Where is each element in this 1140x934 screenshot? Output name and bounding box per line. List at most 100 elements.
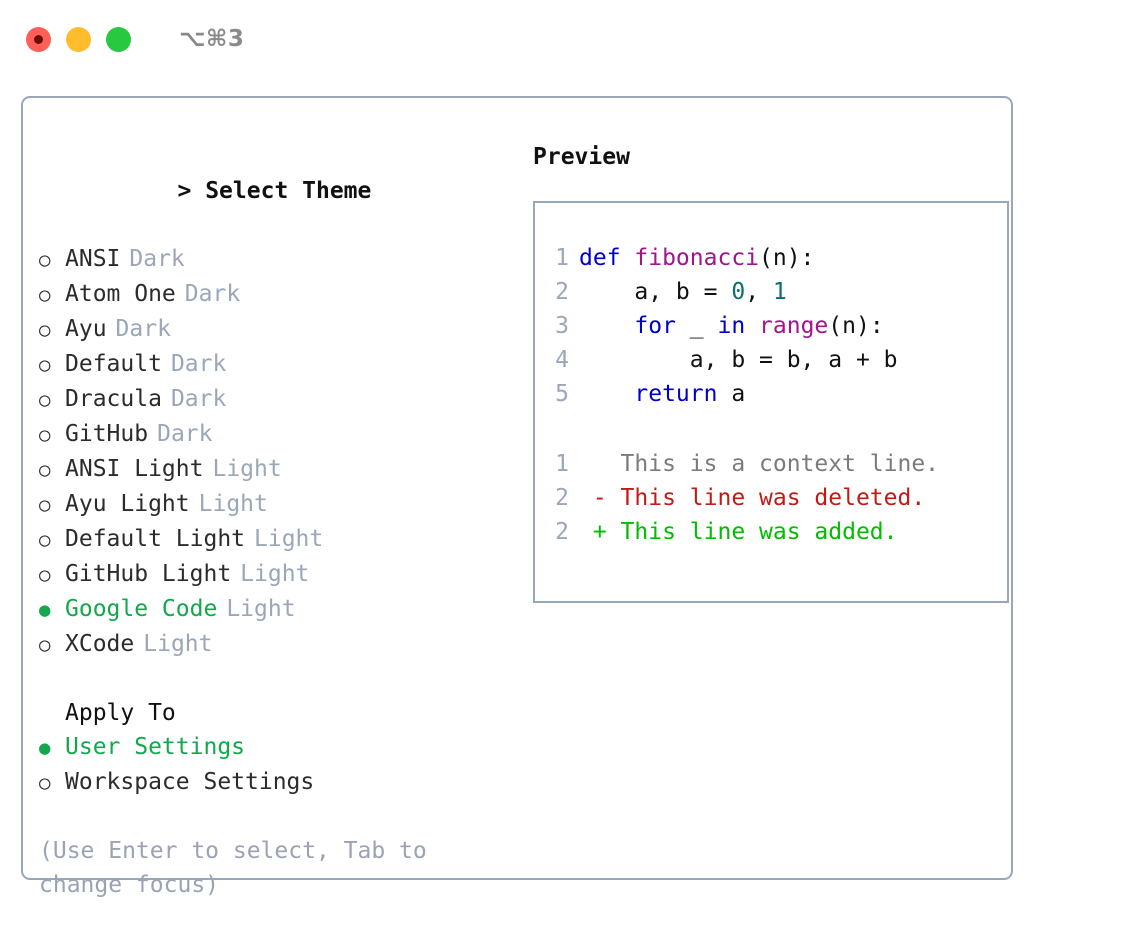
code-line: 2 a, b = 0, 1 [535, 275, 1007, 309]
theme-option-tag: Dark [157, 421, 213, 447]
apply-to-option-user-settings[interactable]: ●User Settings [39, 730, 509, 765]
radio-unselected-icon: ○ [39, 634, 51, 656]
theme-option-github-light[interactable]: ○ GitHub Light Light [39, 557, 509, 592]
code-token-plain: a, b = b, a + b [579, 347, 898, 373]
code-diff-separator [535, 411, 1007, 447]
theme-option-tag: Dark [115, 316, 171, 342]
theme-option-atom-one[interactable]: ○ Atom One Dark [39, 277, 509, 312]
theme-option-tag: Light [198, 491, 268, 517]
code-line-content: a, b = 0, 1 [579, 275, 787, 309]
keyboard-hint-text: (Use Enter to select, Tab to change focu… [39, 838, 441, 898]
select-theme-heading: > Select Theme [39, 140, 509, 242]
theme-option-label: GitHub [65, 421, 149, 447]
theme-option-tag: Light [254, 526, 324, 552]
diff-line-content: + This line was added. [579, 519, 898, 545]
radio-unselected-icon: ○ [39, 772, 51, 794]
code-token-plain: a, b = [579, 279, 732, 305]
radio-unselected-icon: ○ [39, 564, 51, 586]
radio-selected-icon: ● [39, 737, 51, 759]
theme-option-tag: Dark [184, 281, 241, 307]
select-theme-heading-label: Select Theme [205, 178, 372, 204]
minimize-button-icon[interactable] [66, 26, 91, 52]
code-line-number: 1 [555, 245, 569, 271]
code-token-num: 0 [731, 279, 746, 305]
list-spacer [39, 662, 509, 696]
code-line: 4 a, b = b, a + b [535, 343, 1007, 377]
theme-option-tag: Light [240, 561, 310, 587]
title-bar: ⌥⌘3 [0, 0, 1140, 78]
code-line-number: 3 [555, 313, 569, 339]
code-line-content: def fibonacci(n): [579, 241, 814, 275]
code-token-plain: _ [675, 313, 718, 339]
apply-to-option-workspace-settings[interactable]: ○Workspace Settings [39, 765, 509, 800]
code-line: 1 def fibonacci(n): [535, 241, 1007, 275]
diff-line-add: 2 + This line was added. [535, 515, 1007, 549]
code-token-plain: (n): [759, 245, 815, 271]
code-token-kw: for [634, 313, 676, 339]
code-line-content: return a [579, 377, 745, 411]
theme-option-label: ANSI [65, 246, 121, 272]
diff-line-ctx: 1 This is a context line. [535, 447, 1007, 481]
maximize-button-icon[interactable] [106, 26, 131, 52]
diff-sample: 1 This is a context line.2 - This line w… [535, 447, 1007, 549]
radio-unselected-icon: ○ [39, 354, 51, 376]
code-token-plain [579, 381, 634, 407]
code-token-plain: (n): [828, 313, 884, 339]
theme-option-github[interactable]: ○ GitHub Dark [39, 417, 509, 452]
theme-option-label: Ayu Light [65, 491, 190, 517]
theme-option-label: XCode [65, 631, 135, 657]
diff-line-content: - This line was deleted. [579, 485, 926, 511]
code-line: 5 return a [535, 377, 1007, 411]
theme-option-label: Atom One [65, 281, 176, 307]
theme-option-tag: Dark [170, 351, 227, 377]
preview-heading: Preview [533, 144, 630, 170]
code-token-fn: range [759, 313, 829, 339]
code-token-kw: return [634, 381, 718, 407]
theme-option-label: ANSI Light [65, 456, 204, 482]
theme-option-label: Default [65, 351, 162, 377]
theme-option-tag: Dark [129, 246, 185, 272]
theme-option-label: Default Light [65, 526, 246, 552]
traffic-lights [26, 26, 131, 52]
diff-line-content: This is a context line. [579, 451, 940, 477]
diff-line-del: 2 - This line was deleted. [535, 481, 1007, 515]
prompt-caret-icon: > [177, 178, 192, 204]
code-token-kw: def [579, 245, 635, 271]
code-line-number: 2 [555, 279, 569, 305]
code-line-number: 5 [555, 381, 569, 407]
diff-line-number: 2 [555, 485, 569, 511]
radio-unselected-icon: ○ [39, 284, 51, 306]
radio-unselected-icon: ○ [39, 459, 51, 481]
code-token-fn: fibonacci [634, 245, 760, 271]
code-line: 3 for _ in range(n): [535, 309, 1007, 343]
code-token-plain: a [717, 381, 746, 407]
theme-option-tag: Light [143, 631, 213, 657]
theme-option-label: GitHub Light [65, 561, 232, 587]
close-button-icon[interactable] [26, 26, 51, 52]
apply-to-list: ●User Settings○Workspace Settings [39, 730, 509, 800]
code-line-number: 4 [555, 347, 569, 373]
theme-option-default[interactable]: ○ Default Dark [39, 347, 509, 382]
code-line-content: a, b = b, a + b [579, 343, 898, 377]
theme-option-label: Ayu [65, 316, 107, 342]
theme-option-xcode[interactable]: ○ XCode Light [39, 627, 509, 662]
theme-option-ansi[interactable]: ○ ANSI Dark [39, 242, 509, 277]
apply-to-heading: Apply To [65, 700, 176, 726]
radio-unselected-icon: ○ [39, 249, 51, 271]
code-token-num: 1 [772, 279, 787, 305]
radio-unselected-icon: ○ [39, 424, 51, 446]
code-token-kw: in [717, 313, 746, 339]
code-line-content: for _ in range(n): [579, 309, 884, 343]
